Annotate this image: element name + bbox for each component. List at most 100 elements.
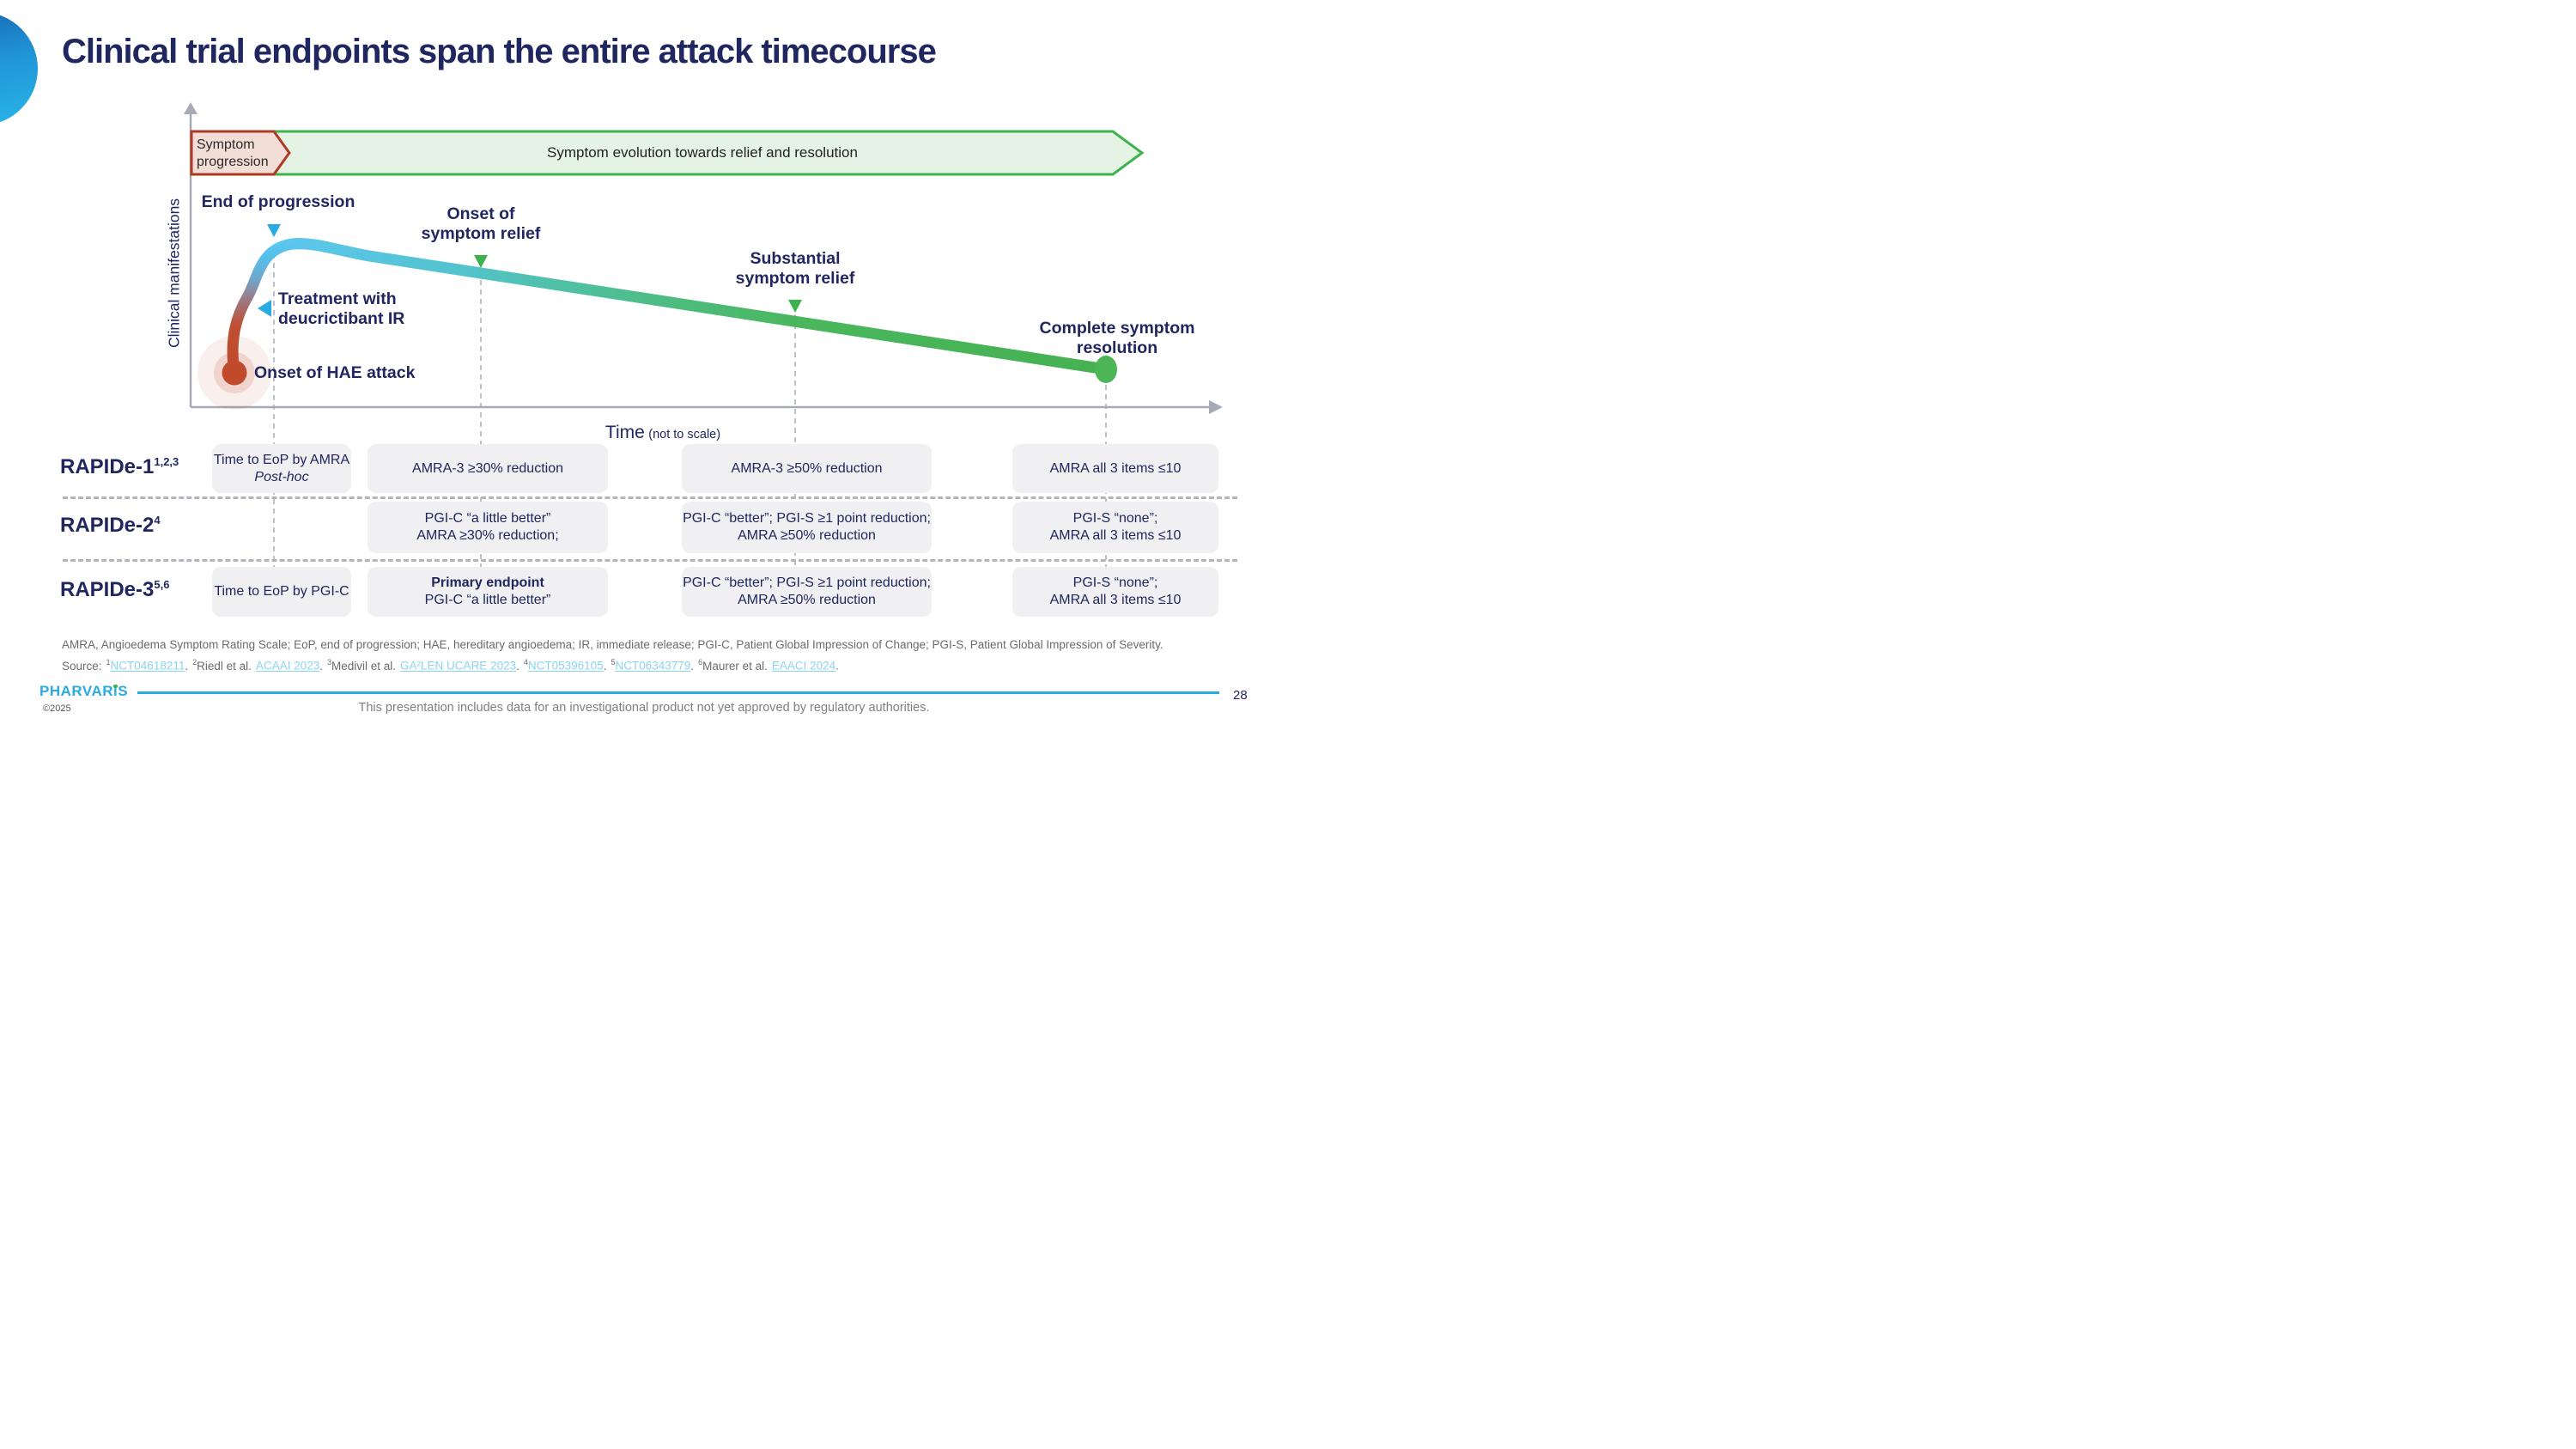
- complete-resolution-dot: [1095, 356, 1117, 383]
- footnote-abbreviations: AMRA, Angioedema Symptom Rating Scale; E…: [62, 638, 1163, 651]
- trial-name: RAPIDe-1: [60, 455, 155, 478]
- annotation-end-of-progression: End of progression: [201, 192, 355, 211]
- timecourse-diagram: [184, 102, 1223, 615]
- cell-r1-amra50: AMRA-3 ≥50% reduction: [682, 444, 932, 493]
- annotation-onset-relief-line2: symptom relief: [421, 224, 541, 243]
- onset-attack-dot: [222, 360, 247, 386]
- cell-line: AMRA ≥50% reduction: [738, 593, 876, 607]
- source-sup-6: 6: [698, 658, 703, 667]
- footer-divider-line: [137, 691, 1219, 694]
- onset-relief-marker-icon: [474, 255, 488, 268]
- trial-label-rapide-1: RAPIDe-11,2,3: [60, 455, 179, 479]
- treatment-marker-icon: [258, 300, 271, 317]
- dot: .: [516, 659, 519, 673]
- dot: .: [835, 659, 839, 673]
- annotation-onset-relief-line1: Onset of: [447, 204, 515, 223]
- cell-r2-pgis-none: PGI-S “none”; AMRA all 3 items ≤10: [1012, 502, 1218, 553]
- row-divider-2: [63, 559, 1237, 562]
- source-author-maurer: Maurer et al.: [702, 659, 768, 673]
- footer-disclaimer: This presentation includes data for an i…: [358, 701, 930, 715]
- annotation-substantial-relief-line2: symptom relief: [735, 269, 855, 288]
- banner-symptom-evolution-label: Symptom evolution towards relief and res…: [547, 144, 858, 161]
- cell-r1-time-to-eop: Time to EoP by AMRA Post-hoc: [212, 444, 351, 493]
- trial-label-rapide-2: RAPIDe-24: [60, 514, 161, 538]
- cell-r3-pgic-better: PGI-C “better”; PGI-S ≥1 point reduction…: [682, 567, 932, 617]
- cell-line: PGI-C “better”; PGI-S ≥1 point reduction…: [683, 575, 931, 590]
- annotation-treatment-line1: Treatment with: [278, 289, 397, 308]
- cell-r3-time-to-eop: Time to EoP by PGI-C: [212, 567, 351, 617]
- end-of-progression-marker-icon: [267, 224, 281, 237]
- annotation-substantial-relief: Substantial symptom relief: [709, 249, 881, 289]
- cell-line: Time to EoP by PGI-C: [214, 584, 349, 599]
- cell-r2-pgic-better: PGI-C “better”; PGI-S ≥1 point reduction…: [682, 502, 932, 553]
- source-author-medivil: Medivil et al.: [331, 659, 397, 673]
- dot: .: [690, 659, 695, 673]
- trial-superscript: 1,2,3: [154, 455, 179, 468]
- source-link-nct05396105[interactable]: NCT05396105: [527, 659, 604, 673]
- cell-line: AMRA all 3 items ≤10: [1049, 460, 1182, 476]
- annotation-treatment-line2: deucrictibant IR: [278, 309, 405, 328]
- cell-line-italic: Post-hoc: [254, 469, 309, 484]
- footnote-sources: Source:1NCT04618211.2Riedl et al.ACAAI 2…: [62, 658, 839, 673]
- source-author-riedl: Riedl et al.: [197, 659, 252, 673]
- cell-line: PGI-S “none”;: [1072, 511, 1158, 526]
- trial-name: RAPIDe-2: [60, 514, 155, 537]
- source-link-nct04618211[interactable]: NCT04618211: [110, 659, 185, 673]
- cell-line: AMRA-3 ≥50% reduction: [731, 460, 883, 476]
- trial-superscript: 4: [154, 514, 161, 527]
- cell-line: PGI-C “a little better”: [424, 593, 551, 607]
- y-axis-arrow-icon: [184, 102, 197, 114]
- source-sup-1: 1: [106, 658, 111, 667]
- copyright-text: ©2025: [43, 703, 71, 714]
- cell-r1-amra30: AMRA-3 ≥30% reduction: [368, 444, 608, 493]
- annotation-onset-attack: Onset of HAE attack: [254, 363, 416, 382]
- annotation-onset-relief: Onset of symptom relief: [395, 204, 567, 244]
- cell-line: AMRA-3 ≥30% reduction: [412, 460, 563, 476]
- source-link-eaaci-2024[interactable]: EAACI 2024: [771, 659, 836, 673]
- cell-line: PGI-S “none”;: [1072, 575, 1158, 590]
- slide: Clinical trial endpoints span the entire…: [0, 0, 1288, 725]
- annotation-complete-resolution: Complete symptom resolution: [1027, 319, 1207, 358]
- annotation-complete-resolution-line2: resolution: [1076, 338, 1158, 357]
- x-axis-label-note: (not to scale): [648, 428, 721, 441]
- dot: .: [603, 659, 607, 673]
- cell-line: AMRA all 3 items ≤10: [1049, 593, 1182, 607]
- source-sup-3: 3: [327, 658, 332, 667]
- source-sup-4: 4: [523, 658, 528, 667]
- logo-text: S: [118, 683, 129, 699]
- cell-line: AMRA ≥50% reduction: [738, 528, 876, 543]
- banner-symptom-progression-label: Symptom progression: [197, 137, 269, 169]
- row-divider-1: [63, 496, 1237, 499]
- source-sup-5: 5: [611, 658, 616, 667]
- trial-name: RAPIDe-3: [60, 578, 155, 601]
- cell-r2-pgic-little-better: PGI-C “a little better” AMRA ≥30% reduct…: [368, 502, 608, 553]
- trial-superscript: 5,6: [154, 578, 170, 591]
- cell-line-bold: Primary endpoint: [431, 575, 544, 590]
- logo-text: PHARVAR: [39, 683, 113, 699]
- source-link-nct06343779[interactable]: NCT06343779: [615, 659, 691, 673]
- page-title: Clinical trial endpoints span the entire…: [62, 33, 937, 70]
- logo-i-green-dot: i: [113, 683, 118, 699]
- source-link-galen-ucare-2023[interactable]: GA²LEN UCARE 2023: [400, 659, 517, 673]
- cell-line: PGI-C “better”; PGI-S ≥1 point reduction…: [683, 511, 931, 526]
- cell-line: AMRA all 3 items ≤10: [1049, 528, 1182, 543]
- cell-r1-amra-all3: AMRA all 3 items ≤10: [1012, 444, 1218, 493]
- y-axis-label: Clinical manifestations: [165, 198, 183, 349]
- x-axis-label-time: Time: [605, 423, 645, 442]
- source-sup-2: 2: [192, 658, 197, 667]
- annotation-substantial-relief-line1: Substantial: [750, 249, 841, 268]
- source-link-acaai-2023[interactable]: ACAAI 2023: [255, 659, 320, 673]
- banner-symptom-progression: [190, 130, 291, 176]
- curve-relief-descent: [292, 238, 1107, 375]
- x-axis-arrow-icon: [1209, 400, 1223, 414]
- x-axis-label: Time (not to scale): [568, 423, 757, 443]
- cell-line: AMRA ≥30% reduction;: [416, 528, 559, 543]
- cell-r3-pgis-none: PGI-S “none”; AMRA all 3 items ≤10: [1012, 567, 1218, 617]
- trial-label-rapide-3: RAPIDe-35,6: [60, 578, 169, 602]
- page-number: 28: [1233, 688, 1248, 703]
- dot: .: [185, 659, 189, 673]
- substantial-relief-marker-icon: [788, 300, 802, 313]
- pharvaris-logo: PHARVARiS: [39, 683, 128, 700]
- cell-r3-primary-endpoint: Primary endpoint PGI-C “a little better”: [368, 567, 608, 617]
- cell-line: Time to EoP by AMRA: [213, 452, 350, 467]
